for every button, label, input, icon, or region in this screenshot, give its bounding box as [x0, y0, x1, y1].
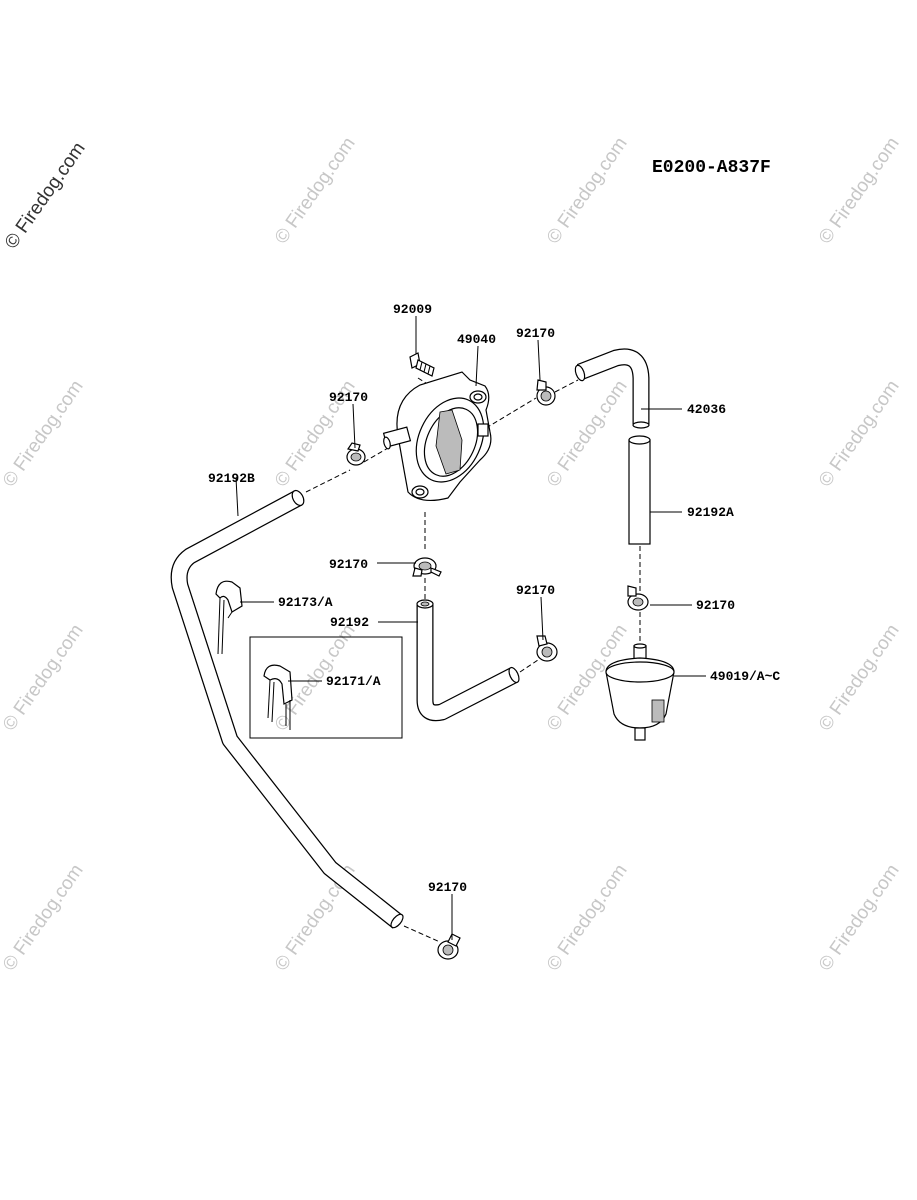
label-92170-pump-bottom: 92170	[329, 557, 368, 572]
clamp-left	[346, 442, 366, 466]
label-92192B: 92192B	[208, 471, 255, 486]
diagram-code: E0200-A837F	[652, 158, 771, 178]
watermark: © Firedog.com	[543, 861, 632, 975]
clamp-mid	[536, 635, 558, 662]
clamp-pump-bottom	[412, 557, 442, 577]
label-92173A: 92173/A	[278, 595, 333, 610]
label-92170-mid: 92170	[696, 598, 735, 613]
label-49019: 49019/A~C	[710, 669, 780, 684]
leader-lines	[235, 316, 706, 940]
watermark: © Firedog.com	[815, 861, 904, 975]
watermark: © Firedog.com	[0, 621, 88, 735]
clamp-right	[627, 585, 649, 611]
label-92192: 92192	[330, 615, 369, 630]
label-92009: 92009	[393, 302, 432, 317]
label-92170-bottom: 92170	[428, 880, 467, 895]
watermark: © Firedog.com	[0, 861, 88, 975]
watermark: © Firedog.com	[543, 134, 632, 248]
fuel-pump	[382, 371, 492, 502]
watermark: © Firedog.com	[815, 621, 904, 735]
fuel-filter	[605, 643, 675, 741]
watermark: © Firedog.com	[543, 377, 632, 491]
watermark: © Firedog.com	[815, 134, 904, 248]
clip-92173	[215, 580, 243, 655]
watermark: © Firedog.com	[815, 377, 904, 491]
label-49040: 49040	[457, 332, 496, 347]
part-labels: 92009 49040 92170 92170 42036 92192B 921…	[208, 302, 780, 895]
hose-42036	[574, 348, 650, 429]
watermark-layer: © Firedog.com © Firedog.com © Firedog.co…	[0, 134, 904, 975]
label-42036: 42036	[687, 402, 726, 417]
bolt	[409, 352, 435, 377]
label-92170-right: 92170	[516, 583, 555, 598]
hose-92192	[416, 599, 520, 722]
clip-92171	[263, 664, 293, 730]
hose-92192B	[170, 489, 404, 929]
clamp-bottom	[437, 933, 461, 960]
label-92192A: 92192A	[687, 505, 734, 520]
watermark: © Firedog.com	[271, 134, 360, 248]
label-92170-top: 92170	[516, 326, 555, 341]
watermark-corner: © Firedog.com	[1, 139, 90, 253]
hose-92192A	[628, 435, 651, 545]
label-92171A: 92171/A	[326, 674, 381, 689]
watermark: © Firedog.com	[0, 377, 88, 491]
inset-box	[249, 636, 403, 739]
clamp-top	[536, 379, 556, 406]
label-92170-left: 92170	[329, 390, 368, 405]
